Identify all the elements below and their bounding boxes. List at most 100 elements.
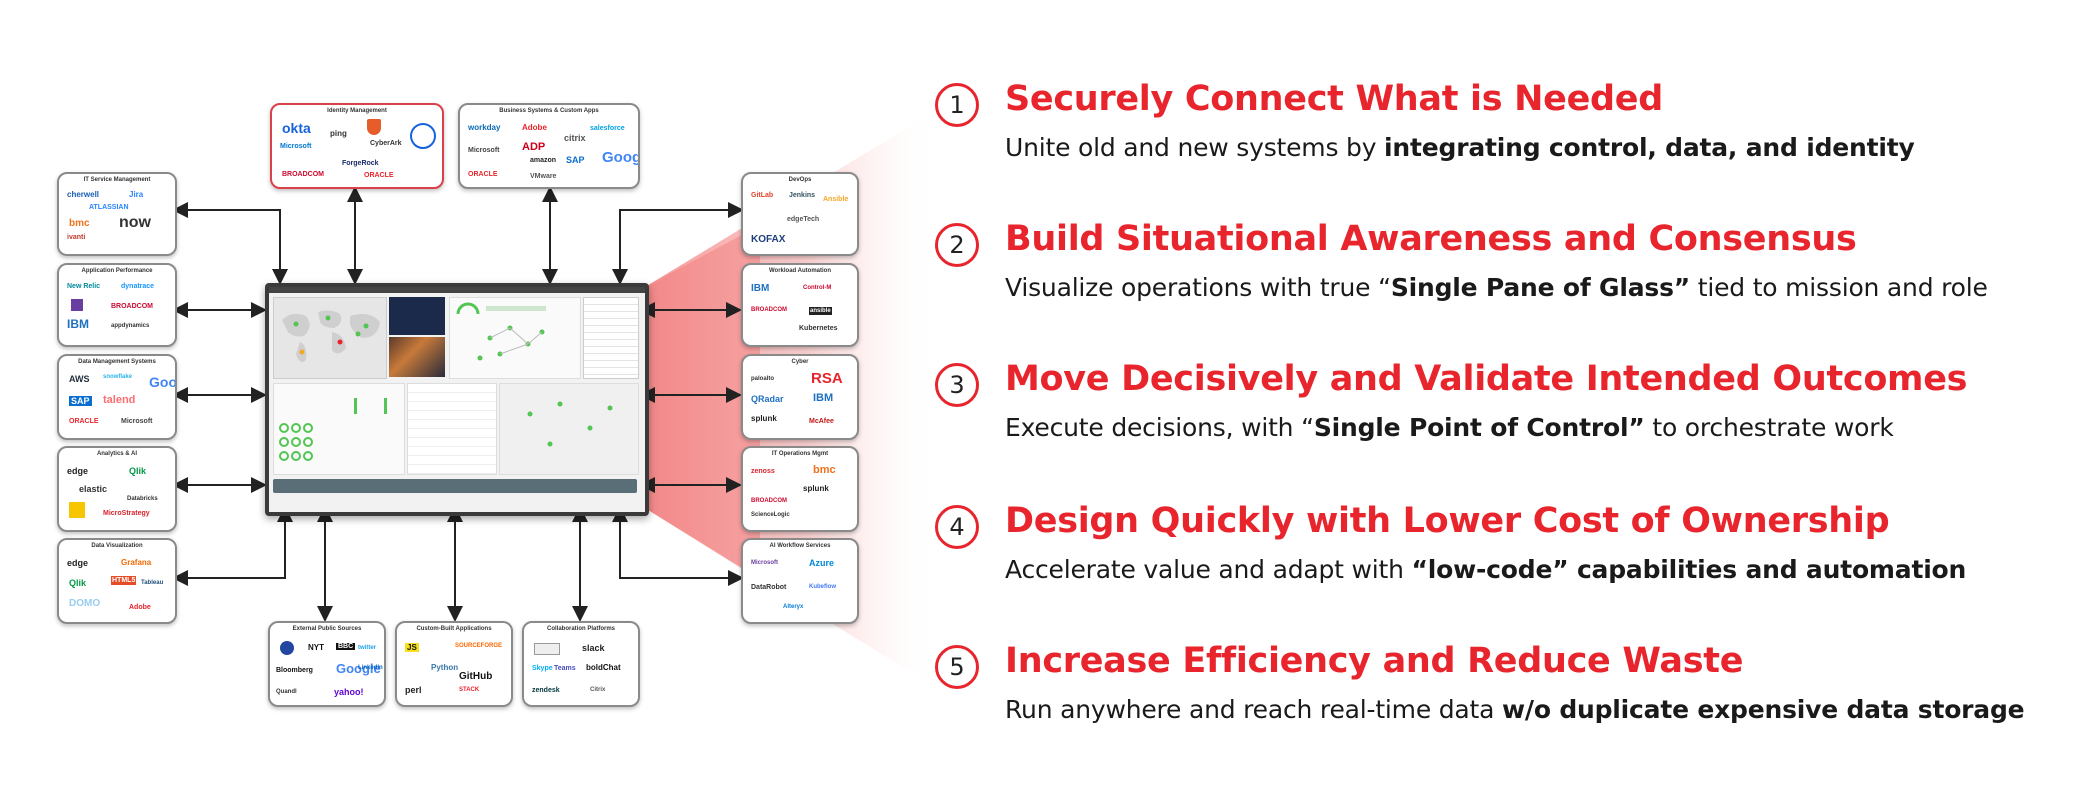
logo-microsoft: Microsoft [468,147,500,154]
box-title: Data Visualization [91,543,143,549]
logo-perl: perl [405,685,422,695]
description-bold: “low-code” capabilities and automation [1411,555,1967,584]
logo-grafana: Grafana [121,558,152,567]
logo-microsoft: Microsoft [280,143,312,150]
controls-panel [273,383,405,475]
analytics-ai-box: Analytics & AI edge Qlik elastic Databri… [57,446,177,532]
logo-bloomberg: Bloomberg [276,667,313,674]
external-sources-box: External Public Sources Bloomberg NYT BB… [268,621,386,707]
logo-oracle: ORACLE [69,418,99,425]
box-title: AI Workflow Services [769,543,831,549]
box-title: DevOps [788,177,812,183]
box-title: Application Performance [81,268,153,274]
logo-bmc: bmc [813,464,836,476]
box-title: IT Operations Mgmt [771,451,829,457]
logo-elastic: elastic [79,484,108,494]
logo-python: Python [431,663,459,672]
benefit-description: Execute decisions, with “Single Point of… [1005,413,1894,442]
logo-adobe: Adobe [129,604,151,611]
logo-workday: workday [468,123,501,132]
logo-linkedin: LinkedIn [358,665,383,671]
logo-qlik: Qlik [129,466,147,476]
logo-forgerock: ForgeRock [342,160,379,167]
logo-ibm: IBM [813,392,834,404]
arrow-devops [612,202,744,285]
logo-snowflake: snowflake [103,374,133,380]
logo-microstrategy: MicroStrategy [103,510,150,517]
description-bold: integrating control, data, and identity [1384,133,1915,162]
logo-ansible: Ansible [823,196,849,203]
box-title: Business Systems & Custom Apps [499,108,599,114]
logo-twitter: twitter [358,645,376,651]
logo-citrix: citrix [564,133,586,143]
logo-adobe: Adobe [522,123,547,132]
network-map-panel [499,383,639,475]
arrow-itsm [172,202,288,285]
logo-dynatrace: dynatrace [121,283,155,290]
logo-microsoft: Microsoft [751,560,778,566]
number-badge: 2 [935,223,979,267]
logo-ibm: IBM [67,317,89,331]
logo-amazon: amazon [530,157,557,164]
logo-jenkins: Jenkins [789,192,816,199]
benefit-description: Run anywhere and reach real-time data w/… [1005,695,2025,724]
description-bold: Single Point of Control” [1313,413,1645,442]
logo-tableau: Tableau [141,580,164,586]
description-tail: to orchestrate work [1644,413,1894,442]
logo-zenoss: zenoss [751,468,775,475]
logo-github: GitHub [459,671,493,682]
logo-boldchat: boldChat [586,663,621,672]
logo-ibm: IBM [751,283,770,294]
it-operations-box: IT Operations Mgmt zenoss bmc BROADCOM s… [741,446,859,532]
logo-jira: Jira [129,190,144,199]
logo-adp: ADP [522,141,546,153]
benefit-description: Accelerate value and adapt with “low-cod… [1005,555,1966,584]
logo-gitlab: GitLab [751,192,774,199]
number-badge: 4 [935,505,979,549]
logo-html5: HTML5 [111,576,137,585]
world-map-panel [273,297,387,379]
logo-zendesk: zendesk [532,687,560,694]
logo-salesforce: salesforce [590,125,625,132]
video-feed-panel-2 [389,337,445,377]
logo-sap: SAP [566,155,585,165]
description-text: Visualize operations with true “ [1005,273,1391,302]
logo-vmware: VMware [530,173,557,180]
logo-oracle: ORACLE [364,172,394,179]
description-text: Run anywhere and reach real-time data [1005,695,1503,724]
logo-paloalto: paloalto [751,376,775,382]
number-badge: 5 [935,645,979,689]
box-title: Identity Management [327,108,387,114]
logo-google: Google [602,149,638,166]
dashboard-screen [265,283,649,516]
logo-kofax: KOFAX [751,234,786,245]
description-tail: tied to mission and role [1690,273,1988,302]
logo-controlm: Control-M [803,285,832,291]
square-logo-icon [534,643,560,655]
application-performance-box: Application Performance New Relic dynatr… [57,263,177,347]
logo-stack: STACK [459,687,480,693]
logo-edgetech: edgeTech [787,216,820,223]
description-text: Execute decisions, with “ [1005,413,1314,442]
benefit-heading: Securely Connect What is Needed [1005,79,1663,119]
data-table-panel [583,297,639,379]
status-gauges-panel [449,297,581,379]
box-title: Analytics & AI [96,451,138,457]
logo-quandl: Quandl [276,689,297,695]
logo-kubeflow: Kubeflow [809,584,836,590]
logo-kubernetes: Kubernetes [799,325,838,332]
circle-logo-icon [410,123,436,149]
description-text: Accelerate value and adapt with [1005,555,1412,584]
logo-domo: DOMO [69,598,101,609]
custom-apps-box: Custom-Built Applications JS Python SOUR… [395,621,513,707]
logo-datarobot: DataRobot [751,584,787,591]
logo-teams: Teams [554,665,576,672]
logo-skype: Skype [532,665,553,672]
devops-box: DevOps GitLab Jenkins Ansible edgeTech K… [741,172,859,256]
benefit-description: Visualize operations with true “Single P… [1005,273,1988,302]
benefit-description: Unite old and new systems by integrating… [1005,133,1915,162]
arrow-aiworkflow [612,506,744,586]
description-text: Unite old and new systems by [1005,133,1385,162]
logo-oracle: ORACLE [468,171,498,178]
logo-google: Google [336,661,381,676]
